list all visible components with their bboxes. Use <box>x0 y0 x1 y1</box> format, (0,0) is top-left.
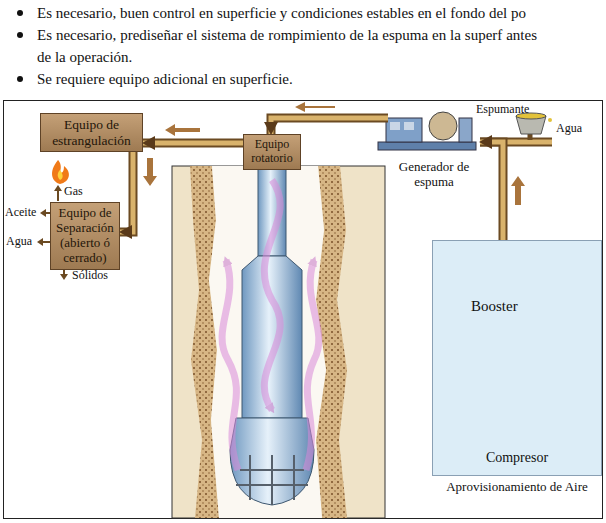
pipe-connector <box>480 142 503 256</box>
equipment-node: Booster <box>441 256 593 334</box>
node-text: Booster <box>471 298 518 315</box>
leader-arrow <box>54 185 62 191</box>
flame <box>58 170 63 180</box>
leader-arrow <box>37 238 43 246</box>
bullet <box>17 32 23 38</box>
pipe-connector <box>143 143 243 144</box>
node-text: Aprovisionamiento de Aire <box>433 479 601 495</box>
flow-arrow <box>295 102 335 112</box>
foam-generator <box>378 112 476 150</box>
node-text: Equipo de estrangulación <box>43 117 140 148</box>
pipe-outline <box>120 152 133 232</box>
leader-arrow <box>60 274 68 280</box>
text-label: Gas <box>64 184 83 198</box>
bullet <box>17 76 23 82</box>
leader-arrow <box>57 190 59 201</box>
wellbore <box>172 166 385 518</box>
pipe-core <box>480 142 503 256</box>
pipe-outline <box>143 139 243 148</box>
leader-arrow <box>40 209 46 217</box>
process-box: Equipo de Separación (abierto ó cerrado) <box>50 202 120 270</box>
pipe-outline <box>480 142 503 256</box>
pipe-outline <box>271 118 388 134</box>
flow-arrow <box>165 124 200 136</box>
text-label: Es necesario, prediseñar el sistema de r… <box>37 24 537 68</box>
drop <box>548 118 552 122</box>
text-label: Agua <box>556 121 582 135</box>
flow-arrow <box>511 176 525 205</box>
equipment-node: Compresor <box>441 376 593 468</box>
process-box: Equipo rotatorio <box>243 134 301 170</box>
pipe-connector <box>271 118 388 134</box>
text-label: Sólidos <box>72 268 108 282</box>
flame <box>52 160 69 184</box>
leader-arrow <box>43 241 50 243</box>
text-label: Es necesario, buen control en superficie… <box>37 2 526 24</box>
process-box: Equipo de estrangulación <box>40 113 143 152</box>
flow-arrow <box>143 158 157 186</box>
supply-panel: Aprovisionamiento de AireBoosterCompreso… <box>432 240 602 476</box>
node-text: Compresor <box>441 450 593 466</box>
node-text: Equipo de Separación (abierto ó cerrado) <box>53 206 117 266</box>
text-label: Se requiere equipo adicional en superfic… <box>37 68 293 90</box>
frame <box>4 101 603 519</box>
text-label: Espumante <box>476 102 529 116</box>
node-text: Generador de espuma <box>388 159 480 190</box>
text-label: Aceite <box>5 205 36 219</box>
pipe-connector <box>120 152 133 232</box>
equipment-node: Generador de espuma <box>388 106 480 190</box>
bullet <box>17 10 23 16</box>
text-label: Agua <box>6 234 32 248</box>
node-text: Equipo rotatorio <box>246 138 298 166</box>
pipe-core <box>143 141 243 146</box>
pipe-core <box>120 152 133 232</box>
pipe-core <box>271 118 388 134</box>
